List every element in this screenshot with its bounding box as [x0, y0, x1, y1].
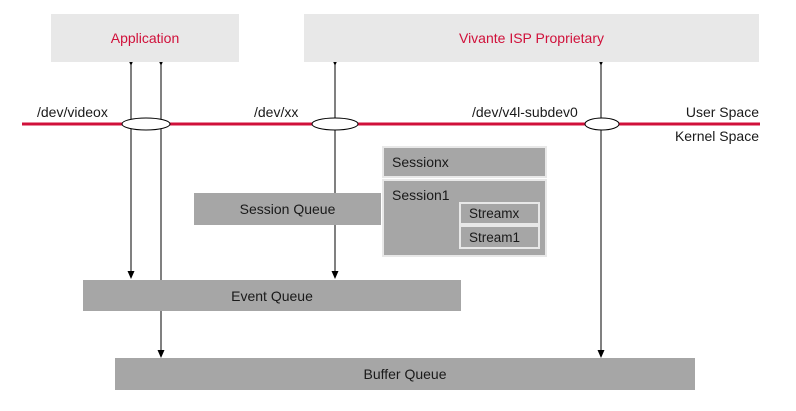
- sessionx-label: Sessionx: [392, 154, 449, 170]
- stream1-box: Stream1: [459, 225, 540, 249]
- proprietary-label: Vivante ISP Proprietary: [458, 30, 604, 46]
- session-queue-box: Session Queue: [194, 193, 381, 225]
- streamx-box: Streamx: [459, 202, 540, 225]
- buffer-queue-box: Buffer Queue: [115, 358, 695, 390]
- device-label-subdev: /dev/v4l-subdev0: [472, 104, 578, 120]
- session1-label: Session1: [392, 187, 450, 203]
- stream1-label: Stream1: [469, 229, 521, 245]
- node-videox: [121, 117, 171, 131]
- streamx-label: Streamx: [469, 206, 520, 221]
- application-box: Application: [51, 14, 239, 62]
- node-subdev: [584, 117, 620, 131]
- device-label-videox: /dev/videox: [37, 104, 108, 120]
- application-label: Application: [110, 30, 180, 46]
- session-queue-label: Session Queue: [239, 201, 336, 217]
- device-label-xx: /dev/xx: [254, 104, 299, 120]
- buffer-queue-label: Buffer Queue: [363, 366, 447, 382]
- event-queue-label: Event Queue: [231, 287, 313, 304]
- proprietary-box: Vivante ISP Proprietary: [304, 14, 759, 62]
- node-xx: [311, 117, 359, 131]
- event-queue-box: Event Queue: [83, 280, 461, 311]
- sessionx-box: Sessionx: [382, 146, 547, 178]
- user-space-label: User Space: [685, 104, 759, 120]
- kernel-space-label: Kernel Space: [674, 128, 759, 144]
